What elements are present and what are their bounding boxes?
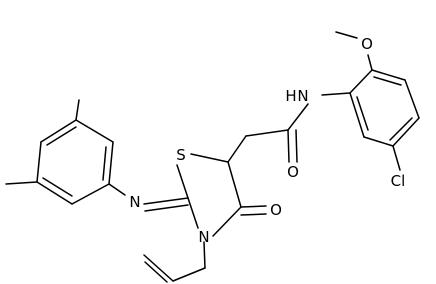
bond [287,103,309,131]
bond [108,141,114,185]
atom-label-o-methoxy: O [361,35,373,53]
atom-label-n-imine: N [129,193,140,211]
bond [295,129,298,163]
bond [245,129,289,137]
atom-label-o-ring: O [270,201,282,219]
bond [227,135,247,163]
bond [36,141,42,183]
atom-label-cl: Cl [391,172,406,190]
bond [143,254,174,282]
bond [75,119,114,143]
bond [108,183,126,196]
bond [287,129,290,163]
bond [321,92,351,96]
bonds [5,31,420,283]
atom-label-n-ring: N [198,228,209,246]
bond [240,213,267,216]
bond [203,241,206,269]
bond [102,146,107,181]
bond [187,197,199,229]
bond [36,181,73,205]
bond [349,69,373,94]
bond [371,69,406,81]
atom-label-nh: N [297,87,308,105]
atom-label-o-amide: O [287,163,299,181]
bond [172,267,206,282]
bond [5,181,38,185]
bond [356,96,369,131]
bond [227,161,242,208]
bond [40,119,77,143]
bond [349,92,365,138]
bond [404,79,420,119]
bond [373,76,402,86]
bond [144,261,168,283]
bond [71,183,110,205]
bond [46,126,77,146]
bond [212,206,242,237]
bond [176,164,189,199]
bond [240,205,267,208]
bond [367,54,373,71]
atom-labels: N H O Cl S N N O O [129,35,405,246]
bond [144,204,189,212]
bond [75,99,80,121]
bond [363,136,394,147]
bond [190,153,229,163]
bond [389,117,413,141]
bond [392,117,420,147]
bond [42,177,73,197]
bond [392,145,401,171]
bond [143,197,189,205]
atom-label-h: H [285,87,296,105]
bond [335,31,358,39]
atom-label-s: S [176,146,186,164]
